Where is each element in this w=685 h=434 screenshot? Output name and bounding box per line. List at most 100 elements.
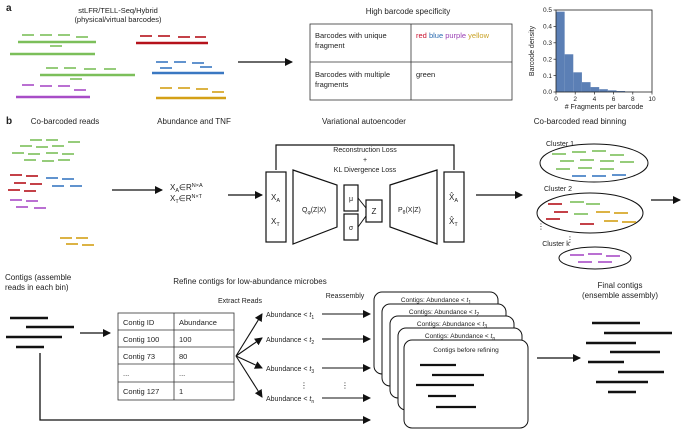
enc-input-a: XA [271,193,280,204]
sigma-label: σ [349,225,354,232]
histogram-bar [556,11,565,93]
z-label: Z [372,207,377,216]
color-word-purple: purple [445,31,466,40]
abundance-threshold-2: Abundance < t2 [266,337,314,346]
row2-label-line1: Barcodes with multiple [315,70,390,79]
mu-label: μ [349,196,353,203]
step-binning: Co-barcoded read binning [534,117,627,126]
histogram-bar [599,89,608,92]
before-refining-label: Contigs before refining [433,347,499,354]
table-cell: Contig 100 [123,335,159,344]
panel-a-label: a [6,3,12,14]
y-tick-label: 0.5 [543,7,552,14]
row2-color: green [416,70,435,79]
recon-loss-label: Reconstruction Loss [333,147,397,154]
y-axis-label: Barcode density [529,25,536,76]
table-cell: 80 [179,352,187,361]
y-tick-label: 0.0 [543,89,552,96]
cluster1-label: Cluster 1 [546,141,574,148]
x-tick-label: 8 [631,96,635,103]
table-cell: Contig 127 [123,387,159,396]
abundance-threshold-3: Abundance < t3 [266,366,314,375]
final-contigs-line2: (ensemble assembly) [582,291,658,300]
y-tick-label: 0.1 [543,73,552,80]
abundance-table: Contig ID Abundance Contig 100 100 Conti… [117,312,235,401]
color-word-red: red [416,31,427,40]
histogram-frame [555,9,653,93]
color-word-blue: blue [429,31,443,40]
table-cell: Contig 73 [123,352,155,361]
reassembly-arrows [322,310,371,402]
arrow-contigs-bypass [39,353,371,424]
x-axis-label: # Fragments per barcode [565,104,644,111]
histogram-bar [573,72,582,92]
step-abundance-tnf: Abundance and TNF [157,117,231,126]
cluster2-label: Cluster 2 [544,186,572,193]
row1-label-line2: fragment [315,41,346,50]
specificity-table [309,23,513,101]
initial-contigs [6,316,74,349]
table-header-abundance: Abundance [179,318,217,327]
histogram-bar [616,91,626,92]
encoder-label: Qφ(Z|X) [302,207,326,216]
table-cell: ... [179,369,185,378]
x-tick-label: 2 [573,96,577,103]
table-cell: 100 [179,335,192,344]
step-vae: Variational autoencoder [322,117,406,126]
spec-title: High barcode specificity [366,7,450,16]
y-tick-label: 0.3 [543,40,552,47]
stack-card-1-label: Contigs: Abundance < t1 [401,297,471,306]
xt-formula: XT∈RN×T [170,194,203,205]
barcoded-reads-panel-a [10,34,226,100]
extract-reads-label: Extract Reads [218,298,262,305]
x-tick-label: 0 [554,96,558,103]
stack-card-2-label: Contigs: Abundance < t2 [409,309,479,318]
binning-clusters: Cluster 1 Cluster 2 ⋮ ⋮ Cluster k [536,141,649,270]
stack-card-3-label: Contigs: Abundance < t3 [417,321,487,330]
x-tick-label: 6 [612,96,616,103]
reads-caption-line1: stLFR/TELL-Seq/Hybrid [78,6,158,15]
final-contigs-line1: Final contigs [598,281,643,290]
contigs-label-line2: reads in each bin) [5,283,69,292]
clusterk-label: Cluster k [542,241,570,248]
decoder-label: Pθ(X|Z) [398,207,421,216]
reassembly-vdots: ⋮ [341,381,349,390]
histogram-bar [590,87,600,92]
abundance-threshold-1: Abundance < t1 [266,312,314,321]
table-header-contig: Contig ID [123,318,155,327]
y-tick-label: 0.2 [543,56,552,63]
plus-label: + [363,157,367,164]
row1-label-line1: Barcodes with unique [315,31,387,40]
x-tick-label: 10 [648,96,656,103]
dec-output-t: X̂T [449,217,458,228]
color-word-yellow: yellow [468,31,489,40]
x-tick-label: 4 [593,96,597,103]
table-cell: ... [123,369,129,378]
final-contigs [586,321,672,394]
reads-caption-line2: (physical/virtual barcodes) [74,15,162,24]
enc-input-t: XT [271,217,280,228]
cobarcoded-reads-scatter [8,139,94,246]
contigs-label-line1: Contigs (assemble [5,273,72,282]
dec-output-a: X̂A [449,193,458,204]
row2-label-line2: fragments [315,80,349,89]
abundance-fan-arrows [235,313,263,398]
table-cell: 1 [179,387,183,396]
step-cobarcoded-reads: Co-barcoded reads [31,117,99,126]
cluster-vdots-2: ⋮ [566,235,574,244]
kl-loss-label: KL Divergence Loss [334,167,397,174]
panel-b-label: b [6,116,12,127]
abundance-threshold-n: Abundance < tn [266,396,314,405]
refine-title: Refine contigs for low-abundance microbe… [173,277,326,286]
xa-formula: XA∈RN×A [170,183,203,194]
y-tick-label: 0.4 [543,24,552,31]
stack-card-n-label: Contigs: Abundance < tn [425,333,495,342]
row1-colors: red blue purple yellow [416,31,490,40]
before-refining-contigs [416,363,484,409]
fragments-histogram: 0 2 4 6 8 10 0.0 0.1 0.2 0.3 0.4 0.5 # Fragments per… [529,7,656,111]
histogram-bar [607,90,617,92]
vae-diagram [265,144,465,245]
abundance-vdots: ⋮ [300,381,308,390]
histogram-bar [581,82,591,92]
